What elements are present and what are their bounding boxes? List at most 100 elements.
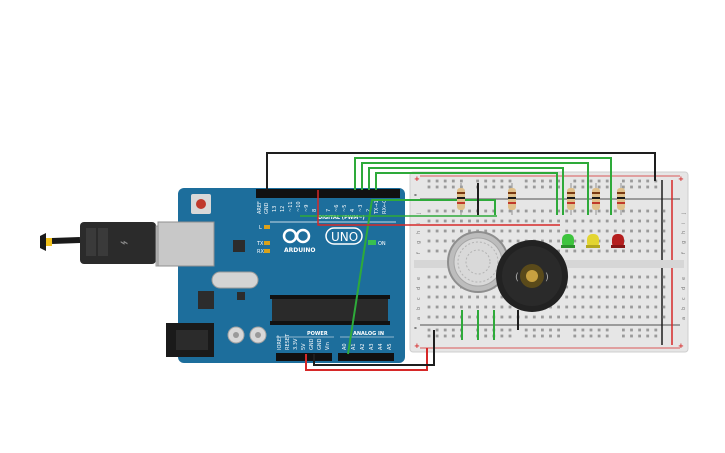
breadboard-hole[interactable] [605, 239, 609, 243]
breadboard-hole[interactable] [492, 305, 496, 309]
breadboard-hole[interactable] [427, 334, 431, 338]
breadboard-hole[interactable] [581, 275, 585, 279]
breadboard-hole[interactable] [638, 334, 641, 338]
breadboard-hole[interactable] [573, 334, 577, 338]
breadboard-hole[interactable] [484, 305, 488, 309]
breadboard-hole[interactable] [524, 185, 528, 189]
breadboard-hole[interactable] [605, 305, 609, 309]
breadboard-hole[interactable] [524, 315, 528, 319]
breadboard-hole[interactable] [508, 315, 512, 319]
breadboard-hole[interactable] [654, 249, 658, 253]
led-green[interactable] [561, 234, 575, 248]
breadboard-hole[interactable] [646, 249, 650, 253]
breadboard-hole[interactable] [443, 179, 447, 183]
breadboard-hole[interactable] [597, 295, 601, 299]
breadboard-hole[interactable] [597, 285, 601, 289]
breadboard-hole[interactable] [630, 315, 633, 319]
breadboard-hole[interactable] [613, 249, 617, 253]
breadboard-hole[interactable] [492, 179, 496, 183]
breadboard-hole[interactable] [557, 328, 560, 332]
breadboard-hole[interactable] [597, 229, 601, 233]
breadboard-hole[interactable] [435, 209, 439, 213]
breadboard-hole[interactable] [605, 209, 609, 213]
breadboard-hole[interactable] [500, 229, 504, 233]
breadboard-hole[interactable] [605, 275, 609, 279]
breadboard-hole[interactable] [613, 209, 617, 213]
breadboard-hole[interactable] [654, 219, 658, 223]
breadboard-hole[interactable] [565, 229, 569, 233]
breadboard-hole[interactable] [484, 209, 488, 213]
breadboard-hole[interactable] [622, 275, 625, 279]
breadboard-hole[interactable] [524, 219, 528, 223]
breadboard-hole[interactable] [581, 334, 585, 338]
breadboard-hole[interactable] [630, 239, 633, 243]
breadboard-hole[interactable] [500, 334, 504, 338]
breadboard-hole[interactable] [460, 179, 463, 183]
breadboard-hole[interactable] [662, 229, 666, 233]
breadboard-hole[interactable] [460, 229, 463, 233]
breadboard-hole[interactable] [638, 179, 641, 183]
breadboard-hole[interactable] [581, 315, 585, 319]
breadboard-hole[interactable] [549, 315, 552, 319]
breadboard-hole[interactable] [581, 185, 585, 189]
breadboard-hole[interactable] [451, 185, 455, 189]
breadboard-hole[interactable] [646, 179, 650, 183]
breadboard-hole[interactable] [468, 229, 471, 233]
analog-header[interactable] [338, 353, 394, 361]
breadboard-hole[interactable] [565, 315, 569, 319]
breadboard-hole[interactable] [492, 295, 496, 299]
breadboard-hole[interactable] [484, 229, 488, 233]
breadboard-hole[interactable] [451, 229, 455, 233]
breadboard-hole[interactable] [573, 285, 577, 289]
breadboard-hole[interactable] [557, 219, 560, 223]
breadboard-hole[interactable] [557, 185, 560, 189]
breadboard-hole[interactable] [662, 305, 666, 309]
breadboard-hole[interactable] [435, 285, 439, 289]
digital-header[interactable] [256, 189, 400, 198]
breadboard-hole[interactable] [630, 328, 633, 332]
breadboard-hole[interactable] [549, 305, 552, 309]
breadboard-hole[interactable] [427, 219, 431, 223]
breadboard-hole[interactable] [508, 179, 512, 183]
breadboard-hole[interactable] [622, 328, 625, 332]
breadboard-hole[interactable] [532, 185, 536, 189]
breadboard-hole[interactable] [638, 275, 641, 279]
breadboard-hole[interactable] [468, 209, 471, 213]
breadboard-hole[interactable] [581, 179, 585, 183]
breadboard-hole[interactable] [646, 328, 650, 332]
breadboard-hole[interactable] [565, 209, 569, 213]
breadboard-hole[interactable] [549, 185, 552, 189]
breadboard-hole[interactable] [541, 219, 544, 223]
breadboard-hole[interactable] [532, 334, 536, 338]
breadboard-hole[interactable] [443, 285, 447, 289]
breadboard-hole[interactable] [638, 185, 641, 189]
breadboard-hole[interactable] [654, 275, 658, 279]
breadboard-hole[interactable] [581, 209, 585, 213]
breadboard-hole[interactable] [573, 328, 577, 332]
breadboard-hole[interactable] [597, 305, 601, 309]
breadboard-hole[interactable] [573, 239, 577, 243]
breadboard-hole[interactable] [443, 295, 447, 299]
breadboard-hole[interactable] [435, 305, 439, 309]
breadboard-hole[interactable] [557, 229, 560, 233]
breadboard-hole[interactable] [508, 209, 512, 213]
breadboard-hole[interactable] [605, 249, 609, 253]
breadboard-hole[interactable] [435, 295, 439, 299]
breadboard-hole[interactable] [654, 295, 658, 299]
breadboard-hole[interactable] [646, 305, 650, 309]
breadboard-hole[interactable] [443, 305, 447, 309]
breadboard-hole[interactable] [549, 239, 552, 243]
breadboard-hole[interactable] [565, 219, 569, 223]
breadboard-hole[interactable] [630, 305, 633, 309]
breadboard-hole[interactable] [557, 334, 560, 338]
breadboard-hole[interactable] [524, 209, 528, 213]
wire-green-led[interactable] [354, 157, 612, 215]
breadboard-hole[interactable] [597, 249, 601, 253]
breadboard-hole[interactable] [605, 229, 609, 233]
breadboard-hole[interactable] [500, 295, 504, 299]
breadboard-hole[interactable] [589, 249, 593, 253]
breadboard-hole[interactable] [516, 229, 520, 233]
breadboard-hole[interactable] [638, 249, 641, 253]
breadboard-hole[interactable] [646, 285, 650, 289]
power-header[interactable] [276, 353, 332, 361]
